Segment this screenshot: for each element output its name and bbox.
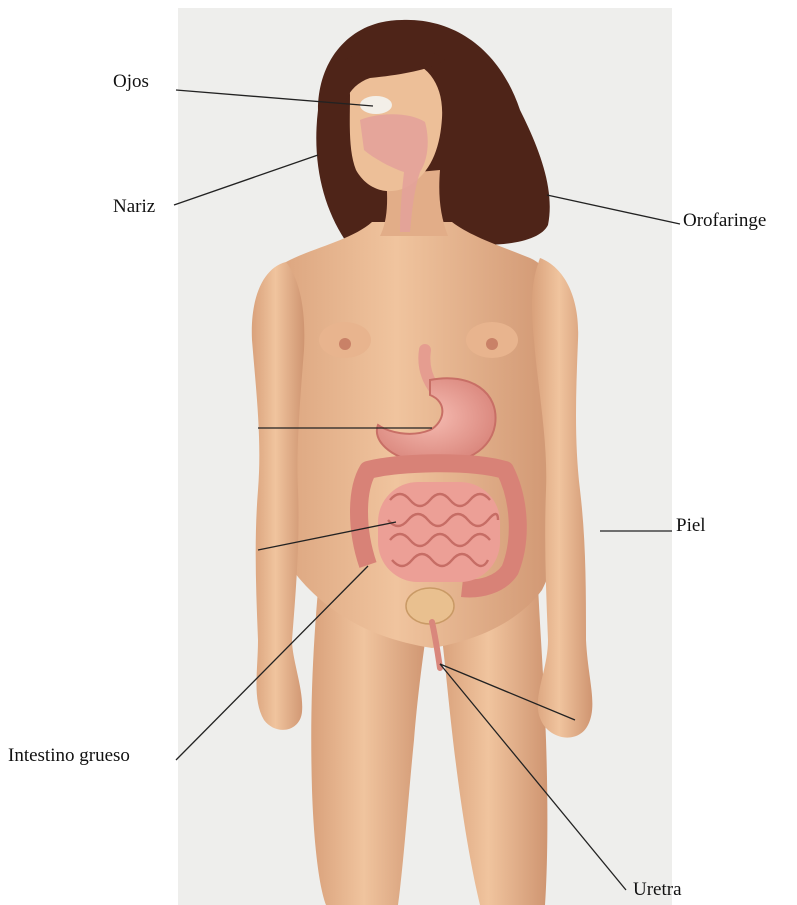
nipple-right [486, 338, 498, 350]
label-piel: Piel [676, 516, 706, 535]
label-intestino-grueso: Intestino grueso [8, 746, 130, 765]
label-orofaringe: Orofaringe [683, 211, 766, 230]
label-ojos: Ojos [113, 72, 149, 91]
label-nariz: Nariz [113, 197, 155, 216]
bladder [406, 588, 454, 624]
label-uretra: Uretra [633, 880, 682, 899]
nipple-left [339, 338, 351, 350]
